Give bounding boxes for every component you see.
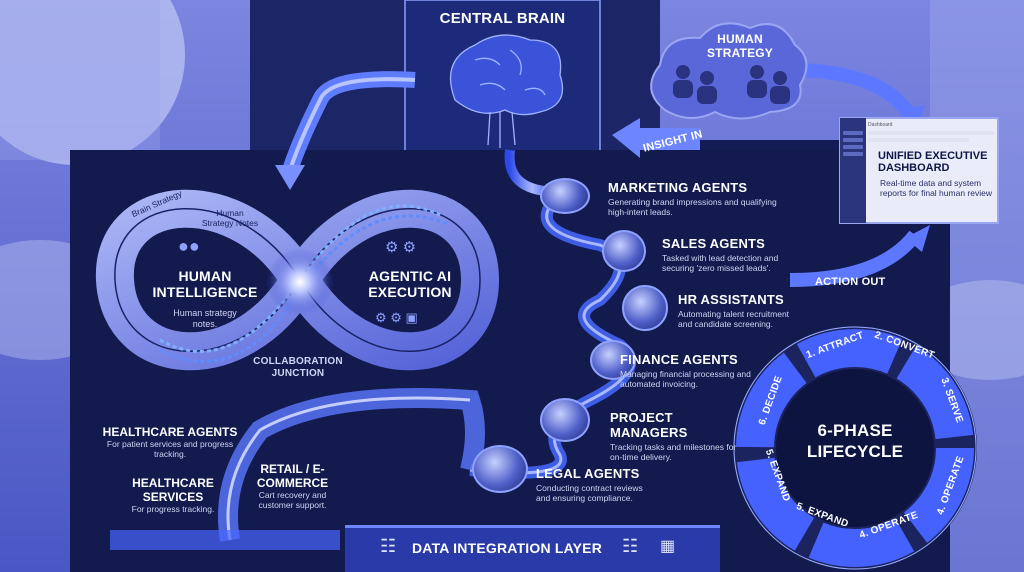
dashboard-mini-header: Dashboard <box>868 122 893 128</box>
agent-marketing-title: MARKETING AGENTS <box>608 180 748 195</box>
agent-hr-desc: Automating talent recruitment and candid… <box>678 309 790 329</box>
agent-finance-desc: Managing financial processing and automa… <box>620 369 751 389</box>
data-integration-title: DATA INTEGRATION LAYER <box>412 540 603 556</box>
side-agent-healthcare-services-title: HEALTHCARE SERVICES <box>132 476 214 504</box>
people-icon: ●● <box>178 236 200 256</box>
agentic-ai-title: AGENTIC AI EXECUTION <box>368 268 452 300</box>
agent-finance-title: FINANCE AGENTS <box>620 352 738 367</box>
gear-icons: ⚙ ⚙ ▣ <box>375 310 418 325</box>
agent-hr-title: HR ASSISTANTS <box>678 292 784 307</box>
agent-sales-desc: Tasked with lead detection and securing … <box>662 253 779 273</box>
agent-sales: SALES AGENTS Tasked with lead detection … <box>662 236 787 273</box>
human-strategy-title: HUMAN STRATEGY <box>706 32 774 60</box>
dashboard-desc: Real-time data and system reports for fi… <box>880 178 992 198</box>
side-agent-retail: RETAIL / E-COMMERCE Cart recovery and cu… <box>245 462 340 510</box>
agent-legal-title: LEGAL AGENTS <box>536 466 640 481</box>
agent-legal: LEGAL AGENTS Conducting contract reviews… <box>536 466 656 503</box>
loop-label-human-strategy-notes: Human Strategy Notes <box>201 208 259 228</box>
agent-hr: HR ASSISTANTS Automating talent recruitm… <box>678 292 798 329</box>
database-icon: ☷ <box>380 536 397 556</box>
side-agent-healthcare: HEALTHCARE AGENTS For patient services a… <box>100 425 240 459</box>
legal-scales-icon <box>472 445 528 493</box>
marketing-megaphone-icon <box>540 178 590 214</box>
agent-marketing-desc: Generating brand impressions and qualify… <box>608 197 777 217</box>
database-icon-2: ☷ <box>622 536 639 556</box>
side-agent-healthcare-title: HEALTHCARE AGENTS <box>102 425 238 439</box>
side-agent-healthcare-desc: For patient services and progress tracki… <box>106 439 234 459</box>
sales-chart-icon <box>602 230 646 272</box>
side-agent-retail-desc: Cart recovery and customer support. <box>258 490 327 510</box>
agent-marketing: MARKETING AGENTS Generating brand impres… <box>608 180 778 217</box>
central-brain-title: CENTRAL BRAIN <box>439 10 566 27</box>
agent-sales-title: SALES AGENTS <box>662 236 766 251</box>
project-team-icon <box>540 398 590 442</box>
agent-project: PROJECT MANAGERS Tracking tasks and mile… <box>610 410 740 462</box>
dashboard-screen: Dashboard <box>868 122 994 220</box>
human-intelligence-desc: Human strategy notes. <box>173 308 237 329</box>
agent-project-desc: Tracking tasks and milestones for on-tim… <box>610 442 737 462</box>
lifecycle-title: 6-PHASE LIFECYCLE <box>806 421 904 461</box>
robot-icon: ⚙ ⚙ <box>385 239 417 256</box>
action-out-label: ACTION OUT <box>815 276 886 288</box>
side-agent-healthcare-services-desc: For progress tracking. <box>131 504 215 514</box>
side-agent-retail-title: RETAIL / E-COMMERCE <box>256 462 329 490</box>
agent-legal-desc: Conducting contract reviews and ensuring… <box>536 483 643 503</box>
agent-finance: FINANCE AGENTS Managing financial proces… <box>620 352 770 389</box>
bar-chart-icon: ▦ <box>660 538 676 555</box>
agent-project-title: PROJECT MANAGERS <box>610 410 688 440</box>
dashboard-sidebar <box>843 128 863 159</box>
side-agent-healthcare-services: HEALTHCARE SERVICES For progress trackin… <box>118 476 228 514</box>
human-intelligence-title: HUMAN INTELLIGENCE <box>152 268 258 300</box>
finance-calculator-icon <box>590 340 636 380</box>
dashboard-title: UNIFIED EXECUTIVE DASHBOARD <box>878 150 994 174</box>
hr-person-icon <box>622 285 668 331</box>
collaboration-junction-label: COLLABORATION JUNCTION <box>253 356 343 379</box>
